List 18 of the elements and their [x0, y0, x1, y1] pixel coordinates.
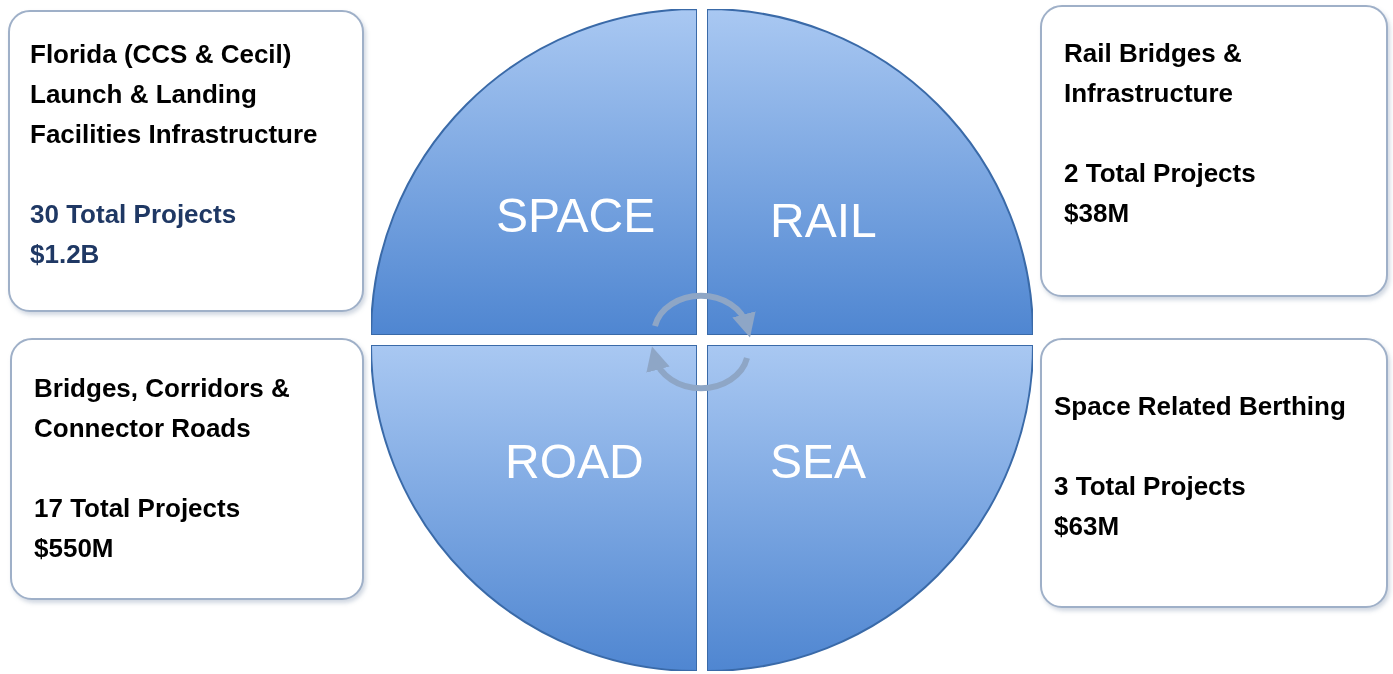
panel-heading: Bridges, Corridors & Connector Roads	[34, 372, 291, 445]
text-panel	[1040, 338, 1388, 608]
panel-heading: Florida (CCS & Cecil) Launch & Landing Facilities Infrastructure	[30, 38, 319, 151]
text-panel	[10, 338, 364, 600]
text-panel	[1040, 5, 1388, 297]
project-summary: 17 Total Projects $550M	[34, 492, 242, 565]
segment-label: SEA	[770, 435, 867, 489]
segment-label: ROAD	[505, 435, 644, 489]
project-summary: 2 Total Projects $38M	[1064, 157, 1257, 230]
panel-heading: Space Related Berthing	[1054, 390, 1347, 423]
segment-label: SPACE	[496, 189, 656, 243]
segment-label: RAIL	[770, 194, 877, 248]
text-panel	[8, 10, 364, 312]
project-summary: 30 Total Projects $1.2B	[30, 198, 238, 271]
panel-heading: Rail Bridges & Infrastructure	[1064, 37, 1243, 110]
project-summary: 3 Total Projects $63M	[1054, 470, 1247, 543]
circular-arrow	[647, 346, 750, 392]
circular-arrow	[652, 292, 755, 338]
